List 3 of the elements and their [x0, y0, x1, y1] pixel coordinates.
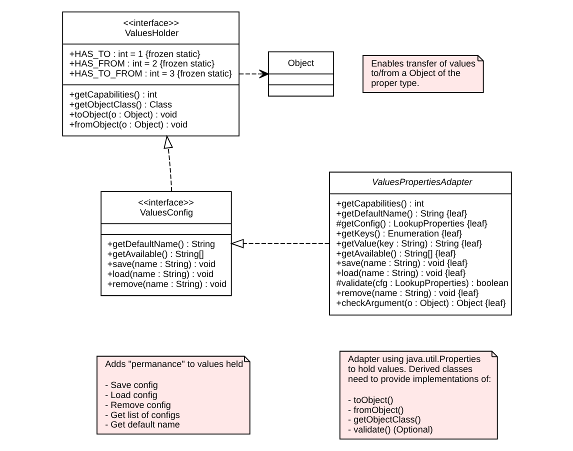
arrow — [230, 238, 330, 248]
arrow — [238, 69, 268, 78]
arrow — [163, 134, 173, 192]
